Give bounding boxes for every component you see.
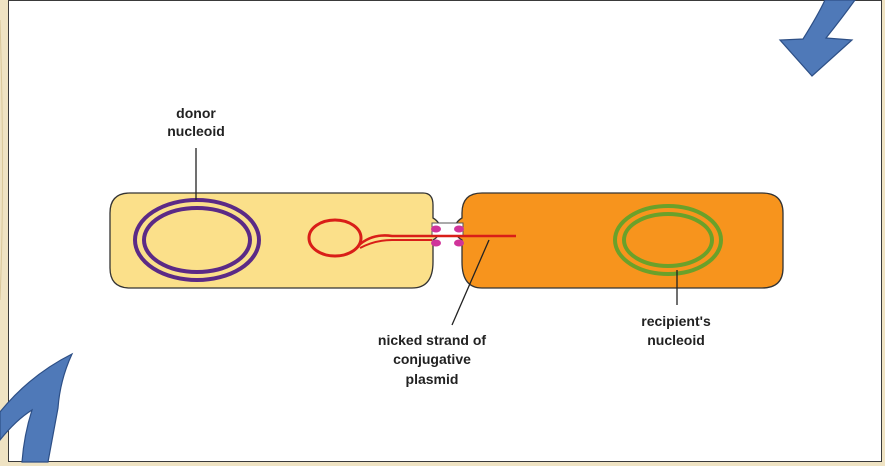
background-curve xyxy=(0,20,3,300)
nicked-strand-label-2: conjugative xyxy=(393,351,471,367)
donor-nucleoid-label-1: donor xyxy=(176,105,216,121)
curved-arrow-up-icon xyxy=(0,354,72,462)
pilus-bead xyxy=(431,240,441,247)
pilus-bead xyxy=(431,226,441,233)
recipient-nucleoid-label-1: recipient's xyxy=(641,313,711,329)
nicked-strand-label-3: plasmid xyxy=(406,371,459,387)
donor-nucleoid-label-2: nucleoid xyxy=(167,123,225,139)
recipient-nucleoid-label-2: nucleoid xyxy=(647,332,705,348)
pilus-bead xyxy=(454,240,464,247)
recipient-cell xyxy=(455,193,783,288)
nicked-strand-label-1: nicked strand of xyxy=(378,332,486,348)
pilus-bead xyxy=(454,226,464,233)
curved-arrow-down-icon xyxy=(780,0,855,76)
